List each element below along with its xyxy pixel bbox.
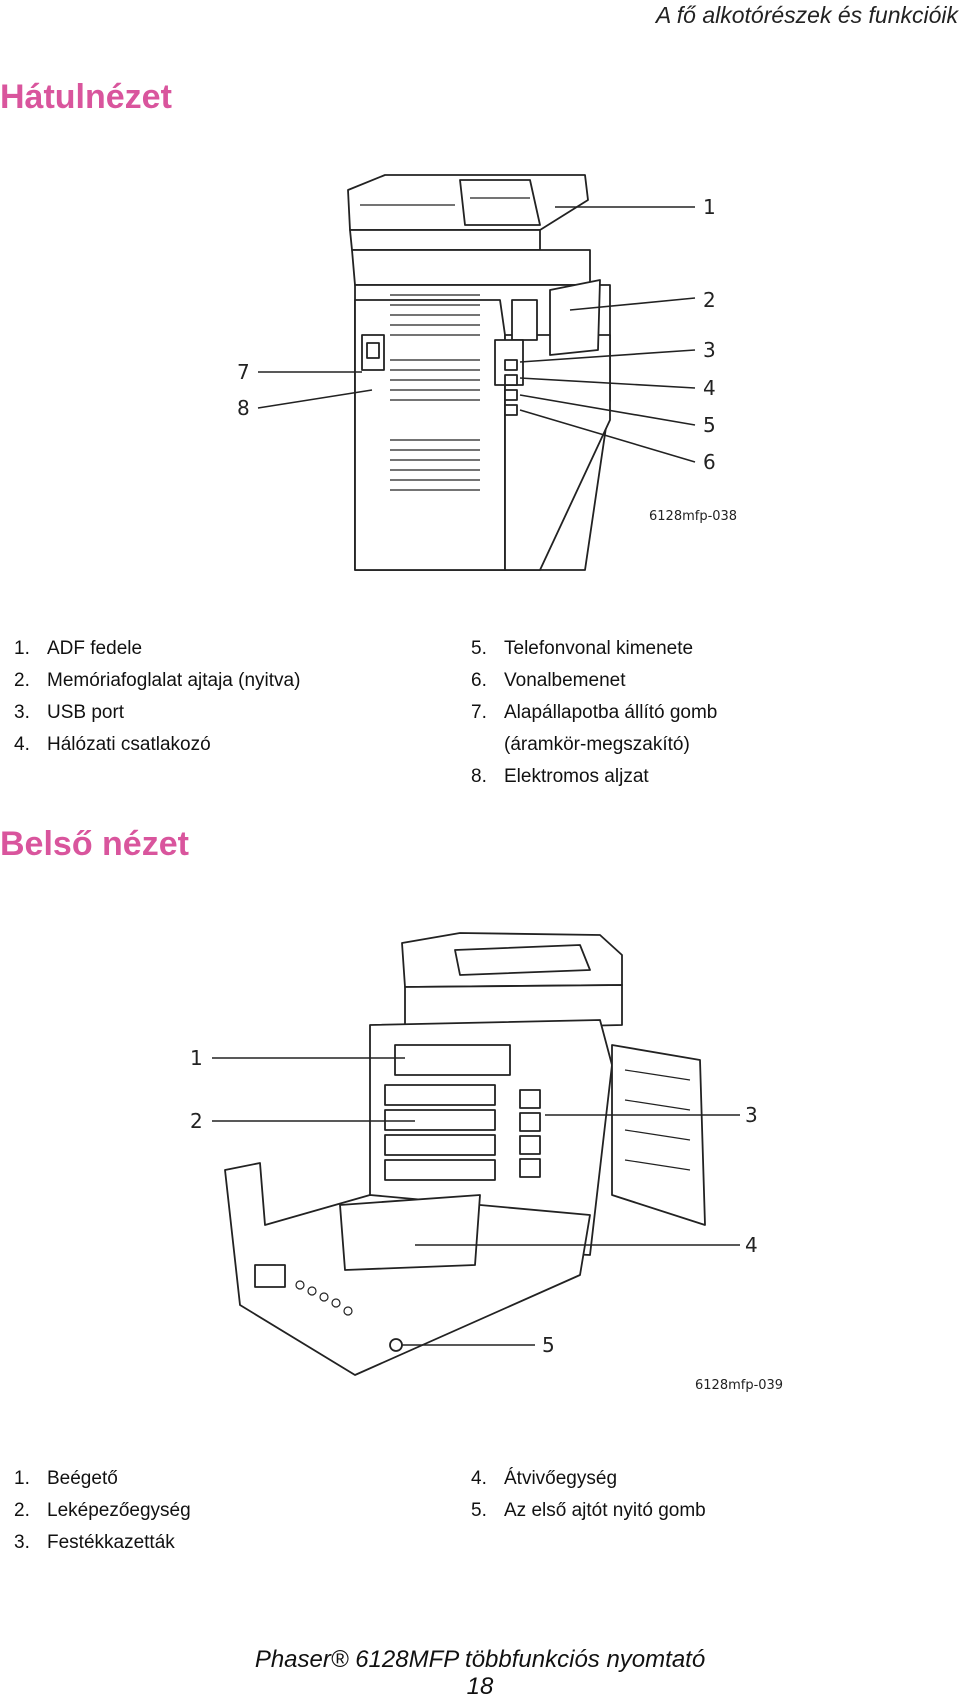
legend-item: 2.Leképezőegység xyxy=(14,1500,191,1521)
rear-callout-7: 7 xyxy=(237,360,250,384)
running-header: A fő alkotórészek és funkcióik xyxy=(655,2,958,28)
inner-legend-left: 1.Beégető 2.Leképezőegység 3.Festékkazet… xyxy=(14,1463,191,1559)
rear-callout-1: 1 xyxy=(703,195,716,219)
inner-callout-1: 1 xyxy=(190,1046,203,1070)
footer-page-number: 18 xyxy=(466,1673,494,1700)
inner-callout-4: 4 xyxy=(745,1233,758,1257)
rear-callout-6: 6 xyxy=(703,450,716,474)
legend-item: 2.Memóriafoglalat ajtaja (nyitva) xyxy=(14,670,301,691)
rear-callout-4: 4 xyxy=(703,376,716,400)
rear-callout-5: 5 xyxy=(703,413,716,437)
legend-item: 3.Festékkazetták xyxy=(14,1532,175,1553)
footer-product: Phaser® 6128MFP többfunkciós nyomtató xyxy=(254,1646,706,1673)
legend-item: 7.Alapállapotba állító gomb (áramkör-meg… xyxy=(471,702,718,755)
legend-item: 8.Elektromos aljzat xyxy=(471,766,649,787)
legend-item: 1.Beégető xyxy=(14,1468,118,1489)
inner-view-title: Belső nézet xyxy=(0,825,189,863)
legend-item: 4.Átvivőegység xyxy=(471,1468,618,1489)
rear-view-title: Hátulnézet xyxy=(0,78,172,116)
rear-figure-id: 6128mfp-038 xyxy=(649,509,738,524)
rear-callout-3: 3 xyxy=(703,338,716,362)
legend-item: 3.USB port xyxy=(14,702,125,723)
inner-legend-right: 4.Átvivőegység 5.Az első ajtót nyitó gom… xyxy=(471,1463,706,1527)
rear-callout-8: 8 xyxy=(237,396,250,420)
inner-callout-3: 3 xyxy=(745,1103,758,1127)
inner-view-illustration: 1 2 3 4 5 xyxy=(190,932,758,1376)
rear-legend-left: 1.ADF fedele 2.Memóriafoglalat ajtaja (n… xyxy=(14,633,300,761)
legend-item: 4.Hálózati csatlakozó xyxy=(14,734,211,755)
legend-item: 1.ADF fedele xyxy=(14,638,143,659)
inner-figure-id: 6128mfp-039 xyxy=(695,1378,784,1393)
legend-item: 6.Vonalbemenet xyxy=(471,670,626,691)
legend-item: 5.Telefonvonal kimenete xyxy=(471,638,694,659)
inner-callout-5: 5 xyxy=(542,1333,555,1357)
rear-callout-2: 2 xyxy=(703,288,716,312)
inner-callout-2: 2 xyxy=(190,1109,203,1133)
legend-item: 5.Az első ajtót nyitó gomb xyxy=(471,1500,706,1521)
rear-view-illustration: 1 2 3 4 5 6 7 8 xyxy=(237,174,716,571)
rear-legend-right: 5.Telefonvonal kimenete 6.Vonalbemenet 7… xyxy=(471,633,717,793)
